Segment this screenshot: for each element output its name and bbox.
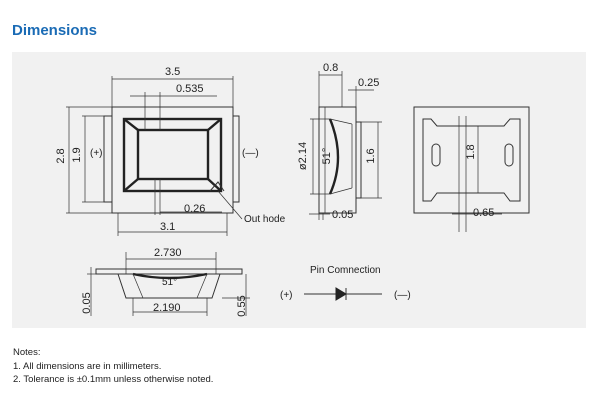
front-view-angle: 51° xyxy=(162,277,177,288)
front-view-top-width: 2.730 xyxy=(154,247,182,259)
top-view-minus-label: (—) xyxy=(242,148,259,159)
side-view-bottom-dim: 0.05 xyxy=(332,209,353,221)
lens-inner-frame xyxy=(136,128,210,181)
back-view-bottom-dim: 0.65 xyxy=(473,207,494,219)
pin-connection-title: Pin Comnection xyxy=(310,265,381,276)
back-view-right-slot xyxy=(504,143,514,167)
side-view-top-width: 0.8 xyxy=(323,62,338,74)
back-view-body-outline xyxy=(413,106,530,214)
left-pad xyxy=(103,115,113,203)
pin-connection: Pin Comnection (+) (—) xyxy=(280,265,411,301)
lens-outer-frame xyxy=(122,117,223,193)
side-view-diameter: ø2.14 xyxy=(297,142,309,170)
front-view-lens-side xyxy=(117,273,221,299)
back-view-height: 1.8 xyxy=(465,144,477,159)
front-view-right-dim: 0.55 xyxy=(236,295,248,316)
notes-heading: Notes: xyxy=(13,347,41,358)
top-view-height: 2.8 xyxy=(55,148,67,163)
top-view-inner-height: 1.9 xyxy=(71,147,83,162)
top-view: 3.5 0.535 2.8 1.9 (+) (—) 0.26 xyxy=(55,66,286,236)
front-view-base xyxy=(95,268,243,275)
front-view-bottom-width: 2.190 xyxy=(153,302,181,314)
note-item: 2. Tolerance is ±0.1mm unless otherwise … xyxy=(13,374,214,385)
side-view-lens-tab xyxy=(355,121,362,199)
top-view-overall-width: 3.5 xyxy=(165,66,180,78)
out-hole-notch xyxy=(209,181,225,192)
back-view-left-slot xyxy=(431,143,441,167)
note-item: 1. All dimensions are in millimeters. xyxy=(13,360,162,372)
side-view-height: 1.6 xyxy=(365,148,377,163)
top-view-bottom-width: 3.1 xyxy=(160,221,175,233)
back-view: 1.8 0.65 xyxy=(413,106,530,232)
back-view-inner-outline xyxy=(422,118,521,202)
top-view-plus-label: (+) xyxy=(90,148,103,159)
dimension-drawing: 3.5 0.535 2.8 1.9 (+) (—) 0.26 xyxy=(55,62,530,317)
pin-connection-minus: (—) xyxy=(394,290,411,301)
side-view-right-dim: 0.25 xyxy=(358,77,379,89)
side-view-angle: 51° xyxy=(321,148,333,165)
side-view: 0.8 0.25 ø2.14 51° 1.6 0.05 xyxy=(297,62,382,221)
front-view: 2.730 51° 2.190 0.05 0.55 xyxy=(81,247,250,317)
side-view-dome xyxy=(328,118,340,195)
out-hole-callout: Out hode xyxy=(244,214,286,225)
dimension-drawing-panel: 3.5 0.535 2.8 1.9 (+) (—) 0.26 xyxy=(12,52,586,328)
top-view-inner-width: 0.535 xyxy=(176,83,204,95)
pin-connection-plus: (+) xyxy=(280,290,293,301)
page-title: Dimensions xyxy=(12,22,98,39)
notes-section: Notes: 1. All dimensions are in millimet… xyxy=(13,346,213,387)
front-view-left-dim: 0.05 xyxy=(81,292,93,313)
diode-symbol xyxy=(335,287,347,301)
top-view-gap: 0.26 xyxy=(184,203,205,215)
front-view-lens-curve xyxy=(132,272,208,280)
right-pad xyxy=(232,115,240,203)
